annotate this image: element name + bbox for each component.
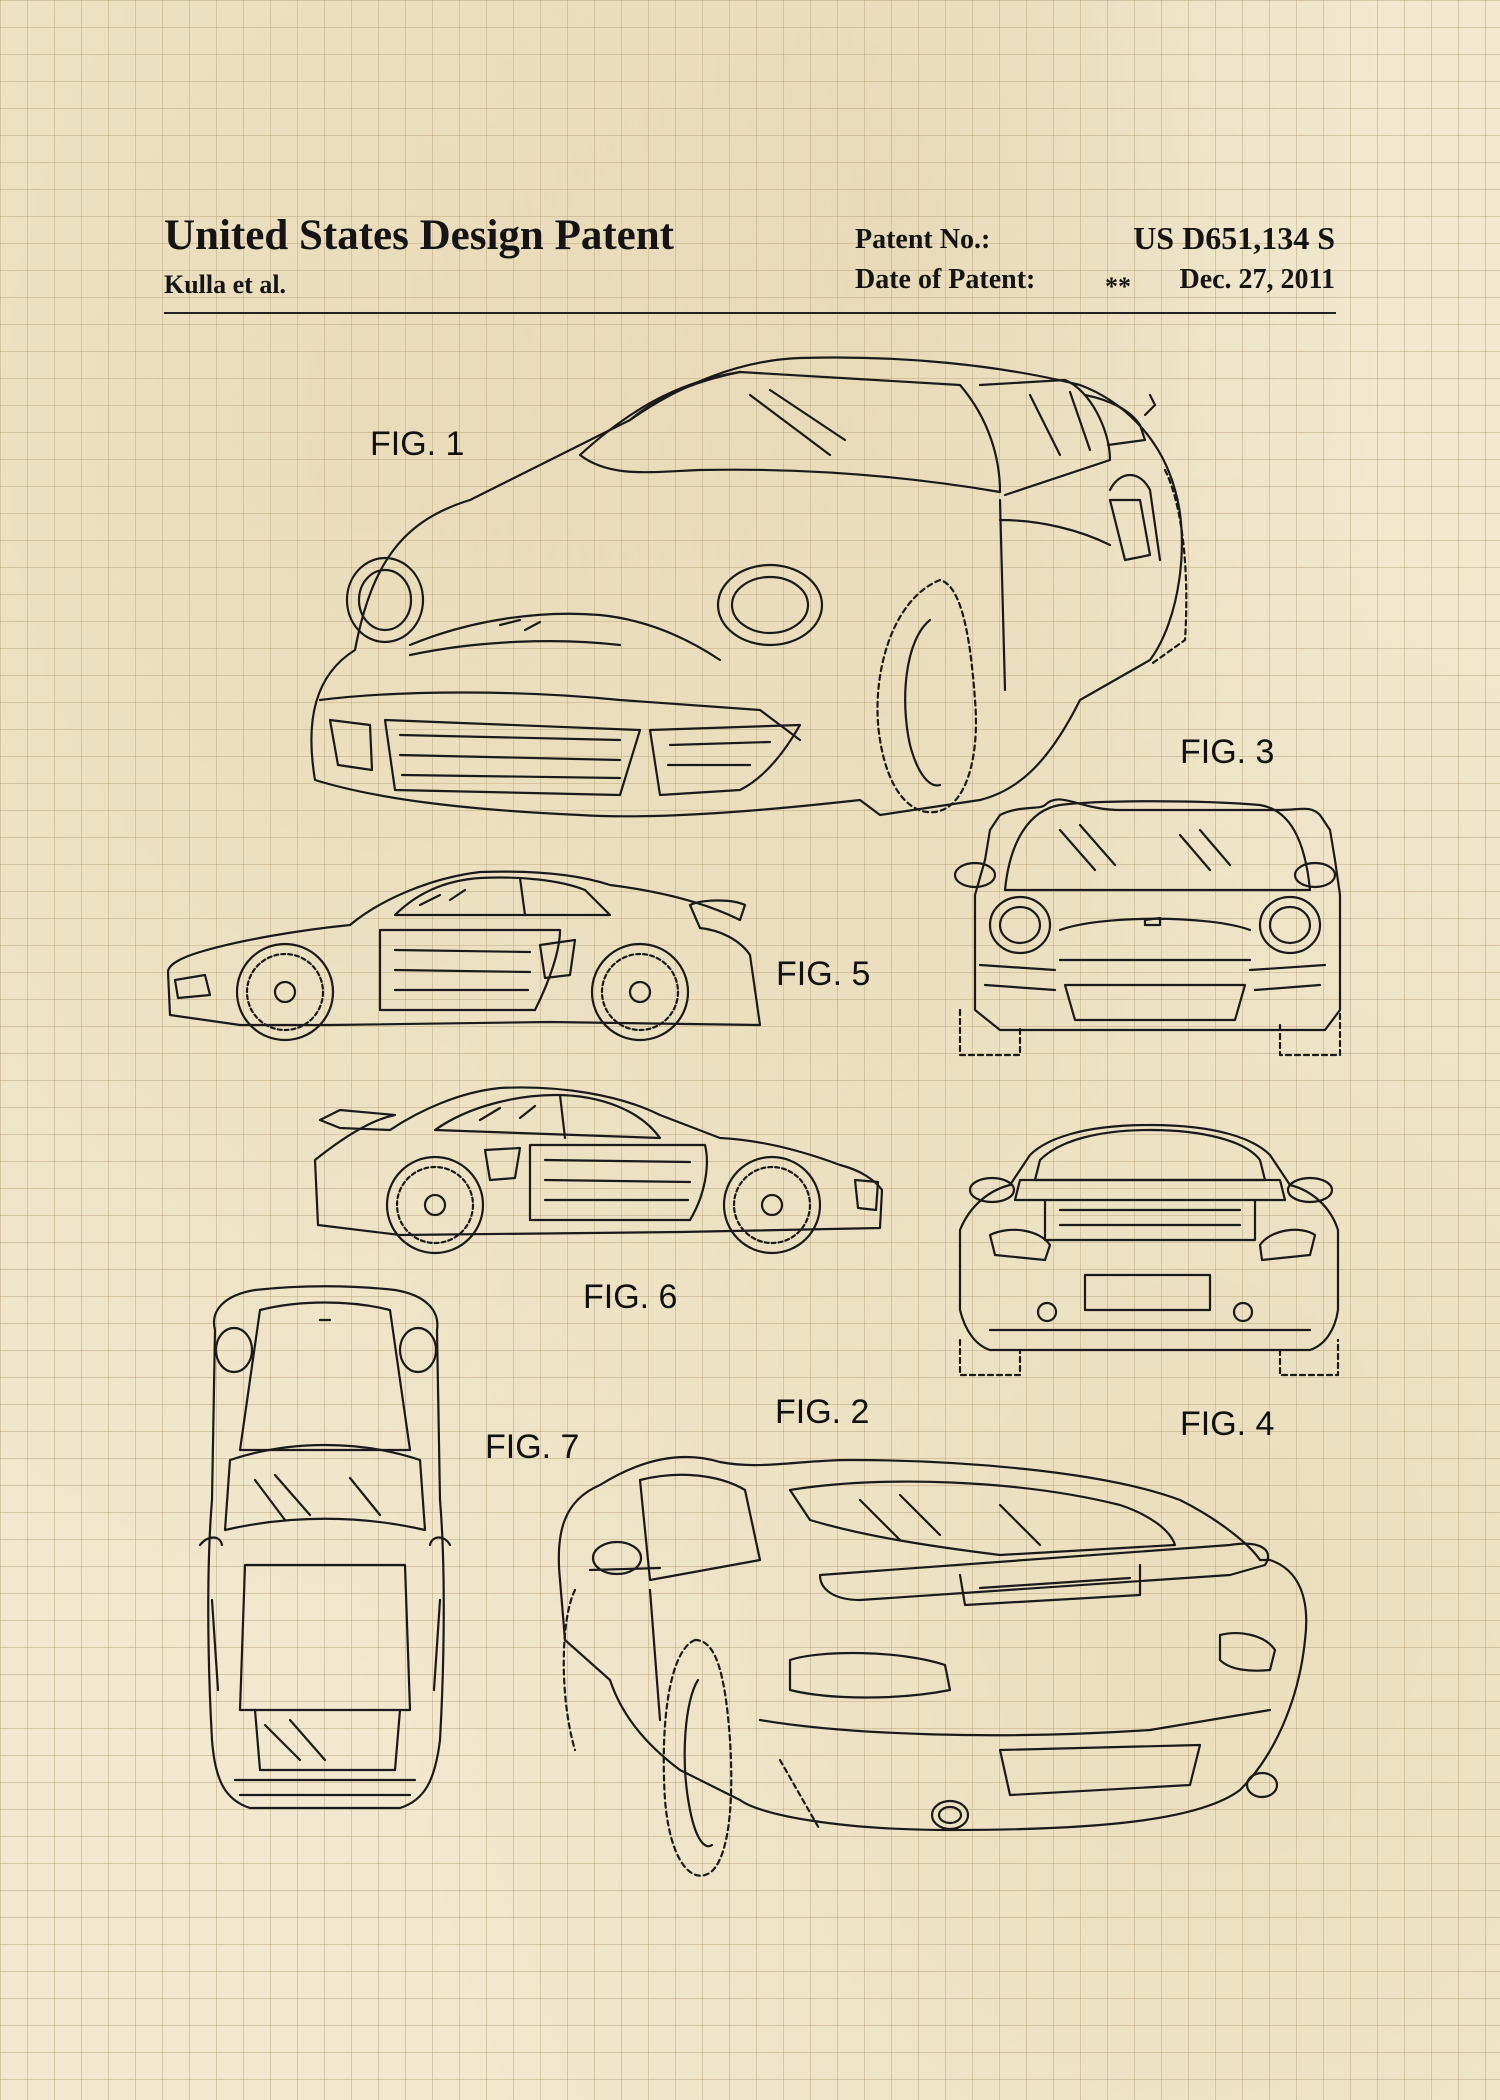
fig5-side-view-car: [166, 870, 762, 1042]
patent-header-left: United States Design Patent Kulla et al.: [164, 212, 674, 300]
fig3-front-view-car: [953, 798, 1342, 1057]
fig3-label: FIG. 3: [1180, 733, 1275, 771]
fig7-top-view-car: [198, 1285, 452, 1810]
patent-date-stars: **: [1105, 272, 1131, 301]
fig7-label: FIG. 7: [485, 1428, 580, 1466]
patent-number: US D651,134 S: [1133, 220, 1335, 256]
patent-number-label: Patent No.:: [855, 224, 991, 255]
patent-header-right: Patent No.: US D651,134 S Date of Patent…: [855, 220, 1335, 304]
fig2-label: FIG. 2: [775, 1393, 870, 1431]
patent-title: United States Design Patent: [164, 212, 674, 259]
fig6-label: FIG. 6: [583, 1278, 678, 1316]
fig2-rear-three-quarter-car: [557, 1455, 1308, 1877]
fig4-rear-view-car: [958, 1123, 1340, 1377]
fig6-side-view-car: [313, 1086, 884, 1255]
header-rule: [164, 312, 1336, 314]
fig1-front-three-quarter-car: [310, 356, 1188, 818]
fig4-label: FIG. 4: [1180, 1405, 1275, 1443]
patent-date: Dec. 27, 2011: [1179, 264, 1335, 295]
fig5-label: FIG. 5: [776, 955, 871, 993]
fig1-label: FIG. 1: [370, 425, 465, 463]
patent-number-row: Patent No.: US D651,134 S: [855, 220, 1335, 264]
patent-date-row: Date of Patent: ** Dec. 27, 2011: [855, 264, 1335, 304]
patent-date-label: Date of Patent:: [855, 264, 1036, 295]
inventor-name: Kulla et al.: [164, 270, 287, 299]
